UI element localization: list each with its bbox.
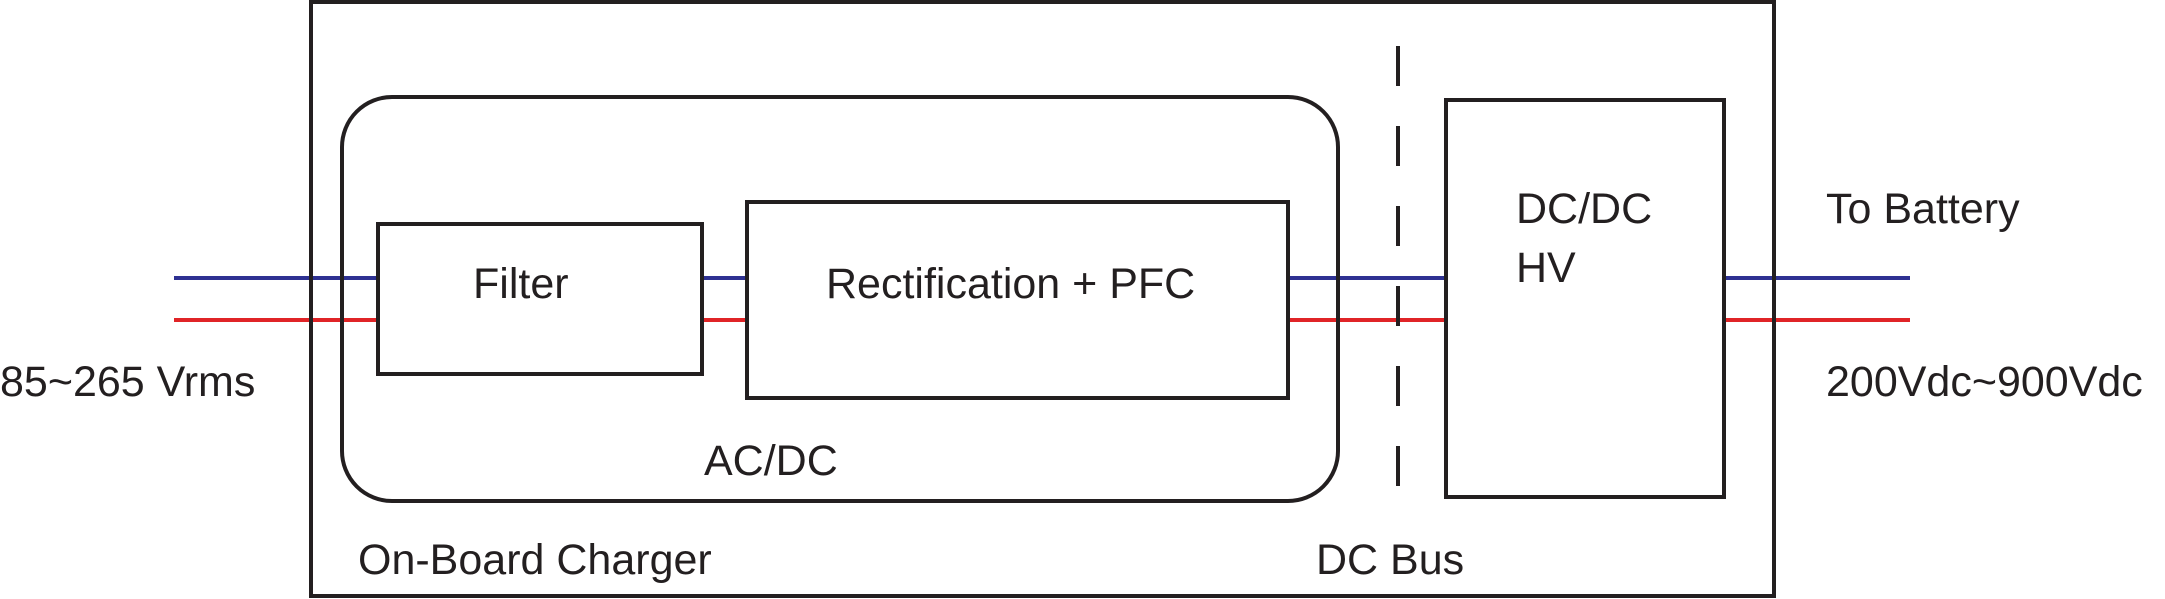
- output-voltage-label: 200Vdc~900Vdc: [1826, 358, 2143, 406]
- onboard-charger-label: On-Board Charger: [358, 536, 712, 584]
- input-voltage-label: 85~265 Vrms: [0, 358, 255, 406]
- onboard-charger-frame: [309, 0, 1776, 598]
- dcdc-label-line2: HV: [1516, 244, 1576, 292]
- filter-block: [376, 222, 704, 376]
- to-battery-label: To Battery: [1826, 185, 2020, 233]
- acdc-group: [340, 95, 1340, 503]
- dcdc-label-line1: DC/DC: [1516, 185, 1652, 233]
- dcdc-hv-block: [1444, 98, 1726, 499]
- filter-label: Filter: [473, 260, 569, 308]
- acdc-label: AC/DC: [704, 437, 838, 485]
- rectification-pfc-block: [745, 200, 1290, 400]
- dc-bus-label: DC Bus: [1316, 536, 1464, 584]
- rectification-pfc-label: Rectification + PFC: [826, 260, 1195, 308]
